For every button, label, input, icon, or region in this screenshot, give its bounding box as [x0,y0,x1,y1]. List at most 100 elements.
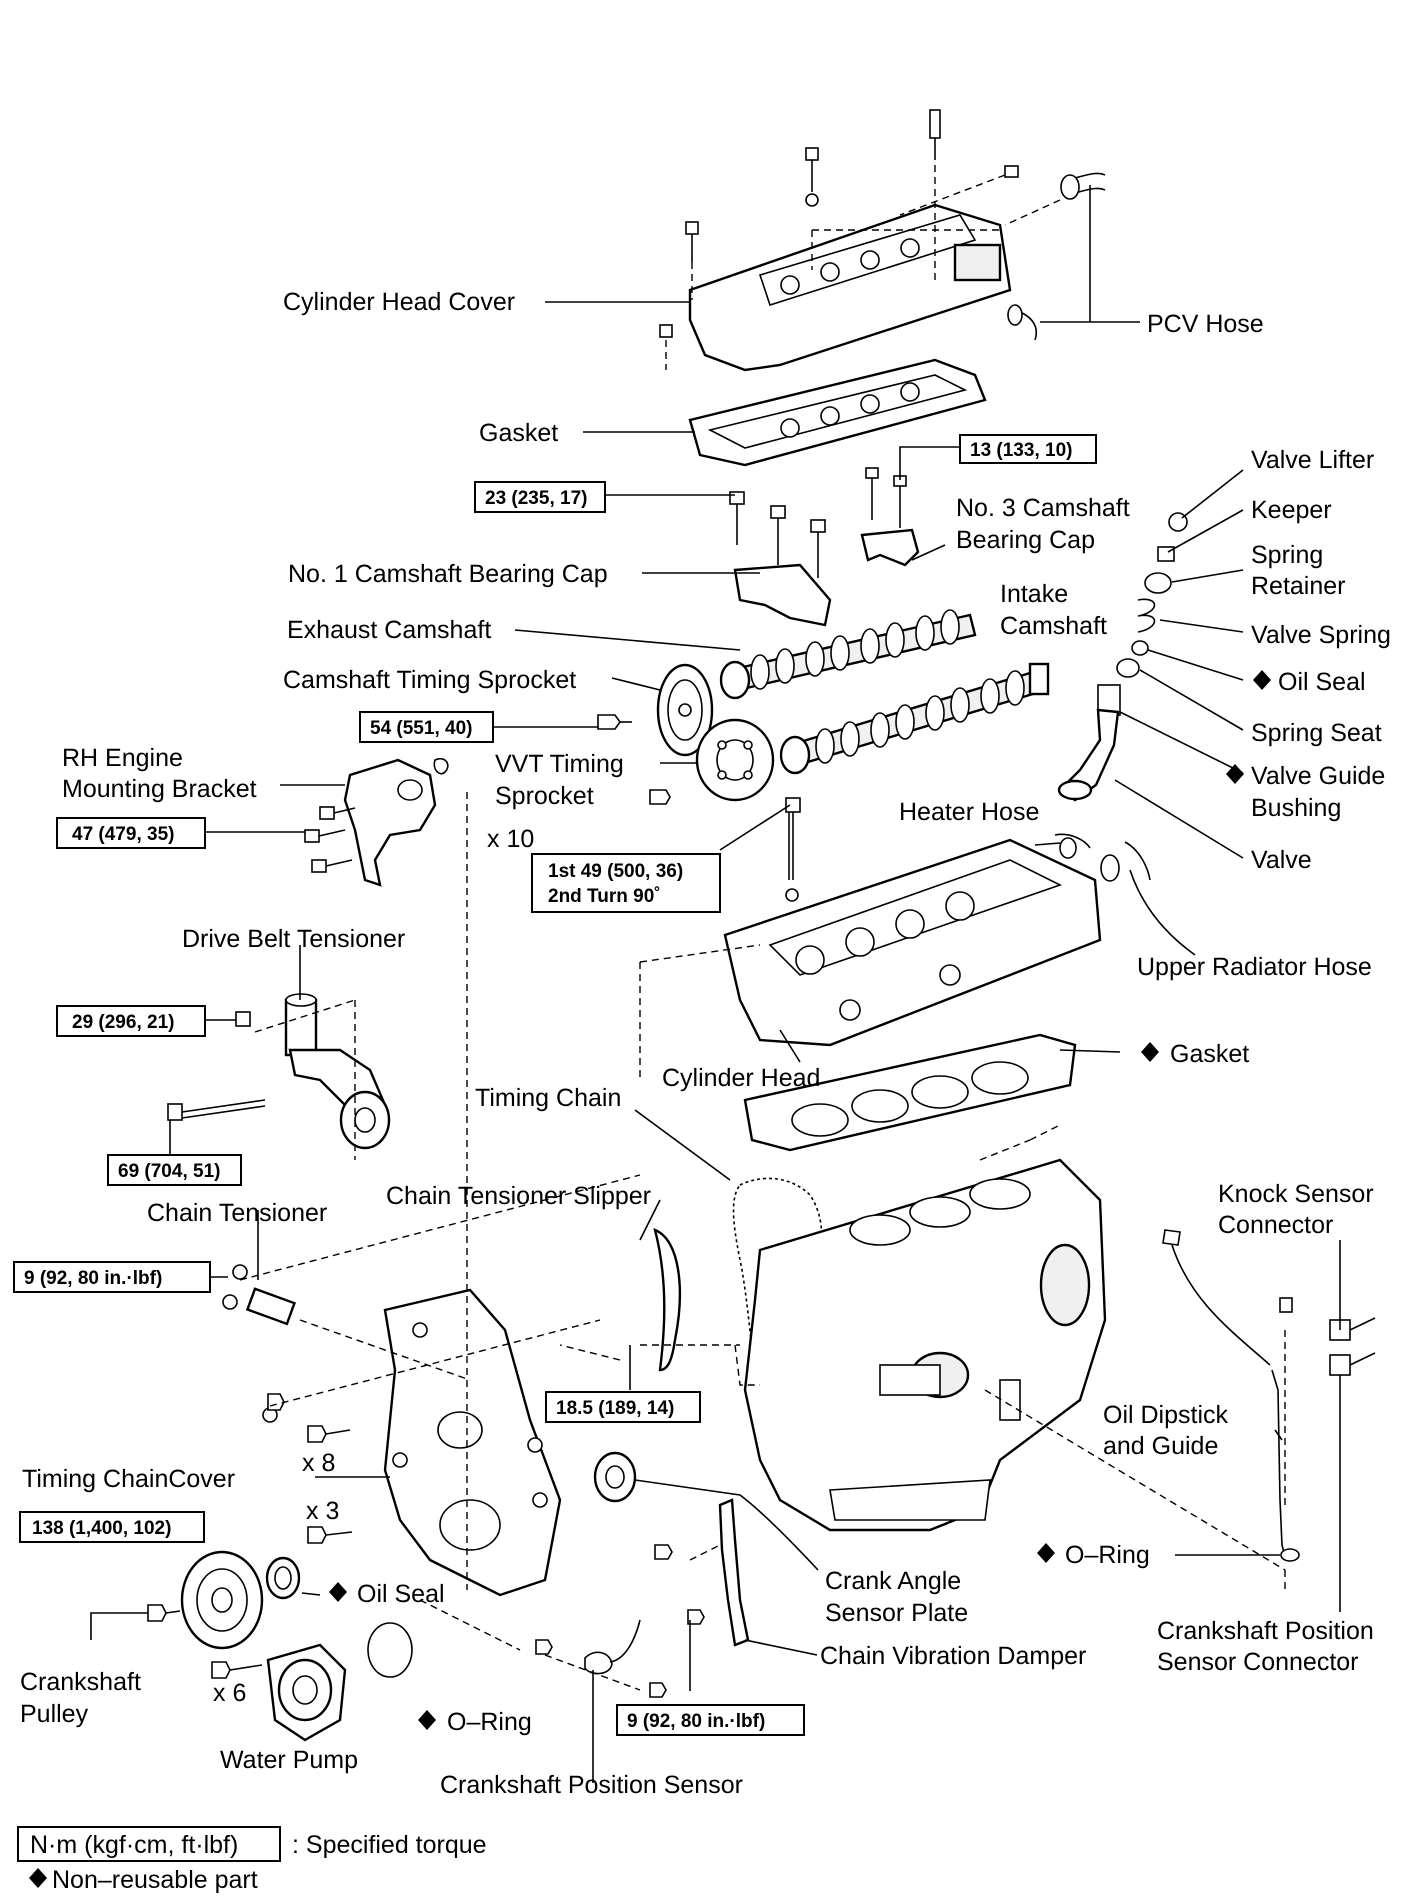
torque-box-9a [13,1261,211,1293]
head-gasket-part [743,1033,1077,1152]
label-knock-sensor-1: Knock Sensor [1218,1180,1374,1208]
label-ckp-connector-2: Sensor Connector [1157,1648,1359,1676]
cylinder-head-part [723,838,1102,1047]
torque-box-head-bolt [531,853,721,913]
torque-box-47 [56,817,206,849]
label-rh-mount-1: RH Engine [62,744,183,772]
vvt-timing-sprocket-part [695,718,775,802]
torque-box-23 [474,481,606,513]
label-cylinder-head-cover: Cylinder Head Cover [283,288,515,316]
cylinder-head-cover-part [688,203,1012,372]
timing-chain-part [732,1177,823,1466]
label-vvt-2: Sprocket [495,782,594,810]
cylinder-head-bolt-part [785,797,801,902]
label-crank-angle-1: Crank Angle [825,1567,961,1595]
oil-seal-part [265,1556,301,1600]
label-vvt-1: VVT Timing [495,750,624,778]
torque-head-bolt-1: 1st 49 (500, 36) [548,861,683,882]
assembly-dashed-lines [239,792,1286,1691]
label-o-ring-right: O–Ring [1065,1541,1150,1569]
label-camshaft-timing-sprocket: Camshaft Timing Sprocket [283,666,576,694]
label-valve-spring: Valve Spring [1251,621,1391,649]
pcv-hose-part [1007,172,1106,341]
crank-angle-sensor-plate-part [593,1451,637,1503]
label-cylinder-head: Cylinder Head [662,1064,820,1092]
label-upper-radiator-hose: Upper Radiator Hose [1137,953,1372,981]
label-x10: x 10 [487,825,534,853]
torque-box-29 [56,1005,206,1037]
label-intake-camshaft-1: Intake [1000,580,1068,608]
label-ckp-connector-1: Crankshaft Position [1157,1617,1374,1645]
torque-138: 138 (1,400, 102) [32,1518,171,1539]
legend-torque-box [17,1826,281,1862]
diamond-icon-gasket-head [1141,1042,1159,1062]
label-crank-pulley-1: Crankshaft [20,1668,141,1696]
cover-bolts [267,1393,353,1544]
label-timing-chain: Timing Chain [475,1084,621,1112]
label-exhaust-camshaft: Exhaust Camshaft [287,616,491,644]
sprocket-bolts [597,714,671,805]
torque-boxes: 13 (133, 10) 23 (235, 17) 54 (551, 40) 4… [13,434,1097,1736]
label-valve: Valve [1251,846,1312,874]
head-cover-gasket-part [688,358,987,467]
torque-185: 18.5 (189, 14) [556,1398,674,1419]
diamond-icon-legend [29,1868,47,1888]
timing-chain-cover-part [383,1288,562,1597]
diamond-icon-valve-guide [1226,764,1244,784]
label-pcv-hose: PCV Hose [1147,310,1264,338]
diamond-icon-oil-seal-cover [329,1582,347,1602]
part-labels: Cylinder Head Cover PCV Hose Gasket No. … [20,288,1391,1799]
torque-head-bolt-2: 2nd Turn 90˚ [548,886,661,907]
label-x3: x 3 [306,1497,339,1525]
torque-box-9b [616,1704,805,1736]
label-crank-angle-2: Sensor Plate [825,1599,968,1627]
label-valve-guide-2: Bushing [1251,794,1341,822]
water-pump-part [211,1643,347,1742]
label-water-pump: Water Pump [220,1746,358,1774]
label-no3-bearing-cap-1: No. 3 Camshaft [956,494,1130,522]
label-keeper: Keeper [1251,496,1332,524]
torque-box-13 [959,434,1097,464]
exhaust-camshaft-part [719,609,977,700]
label-rh-mount-2: Mounting Bracket [62,775,257,803]
torque-47: 47 (479, 35) [72,824,174,845]
torque-box-185 [545,1391,701,1423]
no3-bearing-cap-part [860,467,920,567]
label-intake-camshaft-2: Camshaft [1000,612,1107,640]
label-no1-bearing-cap: No. 1 Camshaft Bearing Cap [288,560,608,588]
o-ring-part [367,1622,413,1678]
chain-tensioner-slipper-part [653,1227,682,1372]
label-spring-seat: Spring Seat [1251,719,1382,747]
crankshaft-pulley-part [147,1550,264,1650]
label-drive-belt-tensioner: Drive Belt Tensioner [182,925,405,953]
torque-23: 23 (235, 17) [485,488,587,509]
leader-lines [90,185,1341,1783]
label-valve-guide-1: Valve Guide [1251,762,1385,790]
drive-belt-tensioner-part [167,993,391,1150]
legend-torque-meaning: : Specified torque [292,1831,487,1859]
label-crankshaft-position-sensor: Crankshaft Position Sensor [440,1771,743,1799]
diamond-icon-o-ring-bottom [418,1710,436,1730]
torque-box-54 [359,711,494,743]
label-oil-dipstick-2: and Guide [1103,1432,1218,1460]
camshaft-timing-sprocket-part [656,663,714,757]
crankshaft-position-sensor-part [535,1619,667,1698]
oil-dipstick-part [1271,1297,1300,1562]
diamond-icon-o-ring-right [1037,1543,1055,1563]
legend: N·m (kgf·cm, ft·lbf) : Specified torque … [17,1826,487,1894]
torque-9b: 9 (92, 80 in.·lbf) [627,1711,765,1732]
label-oil-seal-valve: Oil Seal [1278,668,1366,696]
knock-sensor-part [1162,1229,1376,1376]
label-gasket-head: Gasket [1170,1040,1249,1068]
label-crank-pulley-2: Pulley [20,1700,89,1728]
intake-camshaft-part [779,662,1050,775]
label-heater-hose: Heater Hose [899,798,1039,826]
head-cover-bolts [659,109,1019,338]
chain-vibration-damper-part [654,1498,750,1647]
no1-bearing-cap-part [729,491,832,627]
nonreusable-diamond-markers [329,670,1271,1730]
chain-tensioner-part [222,1264,296,1423]
diamond-icon-oil-seal-valve [1253,670,1271,690]
legend-nonreusable: Non–reusable part [52,1866,258,1894]
